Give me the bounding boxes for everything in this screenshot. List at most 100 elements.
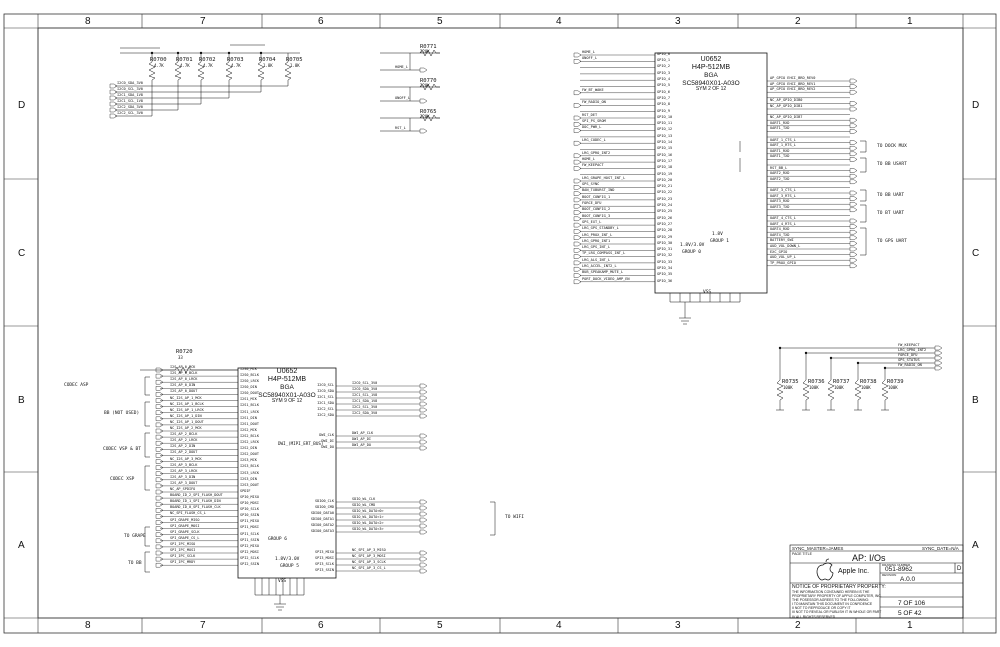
- top-chip-right-net: UART2_RXD: [770, 171, 790, 176]
- net-port-flag: [155, 556, 164, 562]
- net-port-flag: [573, 279, 582, 284]
- bottom-chip-left-net: BOARD_ID_0_SPI_FLASH_CLK: [170, 505, 221, 510]
- top-chip-left-net: PORT_DOCK_VIDEO_AMP_EN: [582, 276, 630, 281]
- net-port-flag: [573, 103, 582, 108]
- bottom-chip-pin-label: I2S2_DIN: [240, 446, 257, 451]
- bottom-chip-pin-label: SPI0_MOSI: [240, 501, 259, 505]
- net-port-flag: [849, 101, 858, 106]
- gpio-pulldown-bank: [776, 347, 935, 411]
- top-chip-right-net: UART1_RXD: [770, 148, 790, 153]
- top-chip-right-net: NC_AP_GPIO_DIB1: [770, 104, 803, 108]
- i2c-net-label: I2C0_SDA_3V0: [117, 80, 143, 85]
- bottom-chip-pin-label: I2S0_MCK: [240, 366, 257, 371]
- net-port-flag: [419, 383, 428, 389]
- net-port-flag: [155, 416, 164, 421]
- bottom-chip-pin-label: SPI1_MOSI: [240, 525, 259, 530]
- net-port-flag: [155, 483, 164, 489]
- net-port-flag: [849, 117, 858, 123]
- sheet-size: D: [957, 566, 962, 572]
- net-port-flag: [419, 505, 428, 511]
- top-chip-left-net: BAN_TXBURST_IND: [582, 188, 615, 193]
- top-chip-right-net: AP_GPIO EHCI_BRD_REV0: [770, 76, 816, 80]
- bottom-chip-pin-label: I2S1_LRCK: [240, 409, 259, 414]
- resistor-value: 100K: [834, 385, 844, 390]
- net-port-flag: [419, 562, 428, 568]
- resistor-value: 4.7K: [231, 63, 241, 68]
- top-chip-vss: VSS: [703, 290, 712, 295]
- top-chip-pin-label: GPIO_30: [657, 240, 673, 245]
- net-port-flag: [573, 273, 582, 278]
- resistor-ref: R0702: [199, 57, 216, 63]
- bottom-chip-left-net: I2S_AP_3_BCLK: [170, 462, 198, 467]
- col-label-1-bottom: 1: [907, 620, 913, 631]
- net-port-flag: [849, 207, 858, 213]
- net-port-flag: [934, 365, 943, 371]
- top-chip-ref: U0652: [700, 56, 722, 63]
- bottom-chip-power-1: 1.8V/3.0V: [275, 557, 300, 562]
- net-port-flag: [155, 489, 164, 495]
- top-chip-part: H4P-512MB: [691, 64, 731, 72]
- bottom-chip-left-net: BOARD_ID_2_SPI_FLASH_DOUT: [170, 493, 223, 498]
- net-port-flag: [934, 360, 943, 366]
- bottom-chip-pin-label: SPI0_SCLK: [240, 507, 259, 512]
- bottom-chip-pin-label: SPI3_SCLK: [315, 561, 334, 566]
- page-number: 7 OF 106: [898, 600, 926, 607]
- col-label-3-bottom: 3: [675, 620, 681, 631]
- net-port-flag: [155, 508, 164, 513]
- col-label-2: 2: [795, 16, 801, 27]
- net-port-flag: [849, 179, 858, 185]
- top-chip-right-net: UART1_RXD: [770, 120, 790, 125]
- pulldown-net-label: GPS_STATUS: [898, 357, 920, 362]
- bottom-chip-right-net: I2C1_SDA_1V8: [352, 399, 378, 403]
- resistor-value: 220K: [420, 114, 430, 119]
- top-chip-pin-label: GPIO_35: [657, 272, 673, 277]
- top-chip-label: U0652 H4P-512MB BGA SC58940X01-A03O SYM …: [672, 56, 750, 93]
- sync-date: SYNC_DATE=N/A: [922, 546, 959, 551]
- bottom-chip-pin-label: I2S1_DIN: [240, 415, 257, 420]
- net-port-flag: [573, 267, 582, 272]
- resistor-value: 1.8K: [290, 63, 300, 68]
- net-port-flag: [849, 252, 858, 257]
- net-port-flag: [849, 84, 858, 89]
- top-chip-right-net: AP_GPIO EHCI_BRD_REV2: [770, 87, 816, 92]
- net-port-flag: [849, 157, 858, 162]
- top-chip-left-net: TP_LRG_COMPASS_INT_L: [582, 251, 626, 256]
- uart-brackets: [739, 140, 867, 256]
- col-label-8: 8: [85, 16, 91, 27]
- top-chip-pin-label: GPIO_20: [657, 177, 673, 182]
- top-chip-right-net: UART4_TXD: [770, 232, 790, 237]
- top-chip-power-1: 1.8V/3.0V: [680, 243, 705, 248]
- top-chip-pn: SC58940X01-A03O: [682, 79, 740, 87]
- resistor-ref: R0771: [420, 44, 437, 50]
- top-chip-pin-label: GPIO_9: [657, 108, 670, 113]
- top-chip-left-net: ONOFF_L: [582, 56, 598, 61]
- net-port-flag: [155, 386, 164, 391]
- top-chip-pin-label: GPIO_31: [657, 247, 673, 252]
- top-chip-pin-label: GPIO_22: [657, 190, 673, 195]
- net-port-flag: [419, 407, 428, 413]
- group-to-bb: TO BB: [128, 561, 142, 566]
- bottom-chip-right-net: NC_SPI_AP_3_SCLK: [352, 560, 386, 564]
- top-chip-right-net: UART_1_RTS_L: [770, 143, 796, 148]
- net-port-flag: [573, 241, 582, 247]
- row-label-a: A: [18, 540, 25, 551]
- top-chip-right-net: UART_1_CTS_L: [770, 137, 796, 142]
- net-port-flag: [155, 563, 164, 568]
- bottom-chip-right-net: SDIO_WL_DATA<2>: [352, 521, 384, 525]
- top-chip-left-net: BUB_SPEAKAMP_MUTE_L: [582, 270, 624, 275]
- bottom-chip-pin-label: I2S2_BCLK: [240, 433, 259, 438]
- resistor-value: 1.8K: [263, 63, 273, 68]
- top-chip-pin-label: GPIO_27: [657, 221, 673, 226]
- col-label-6: 6: [318, 16, 324, 27]
- top-chip-left-net: HOME_L: [582, 156, 595, 161]
- bottom-chip-pin-label: I2S3_LRCK: [240, 470, 259, 475]
- net-port-flag: [573, 254, 582, 259]
- bottom-chip-pin-label: I2S3_BCLK: [240, 464, 259, 469]
- net-port-flag: [109, 113, 118, 119]
- net-port-flag: [155, 520, 164, 525]
- bottom-chip-pin-label: SPI2_SSIN: [240, 562, 259, 566]
- top-chip-pin-label: GPIO_29: [657, 234, 673, 239]
- top-chip-pin-label: GPIO_36: [657, 278, 673, 283]
